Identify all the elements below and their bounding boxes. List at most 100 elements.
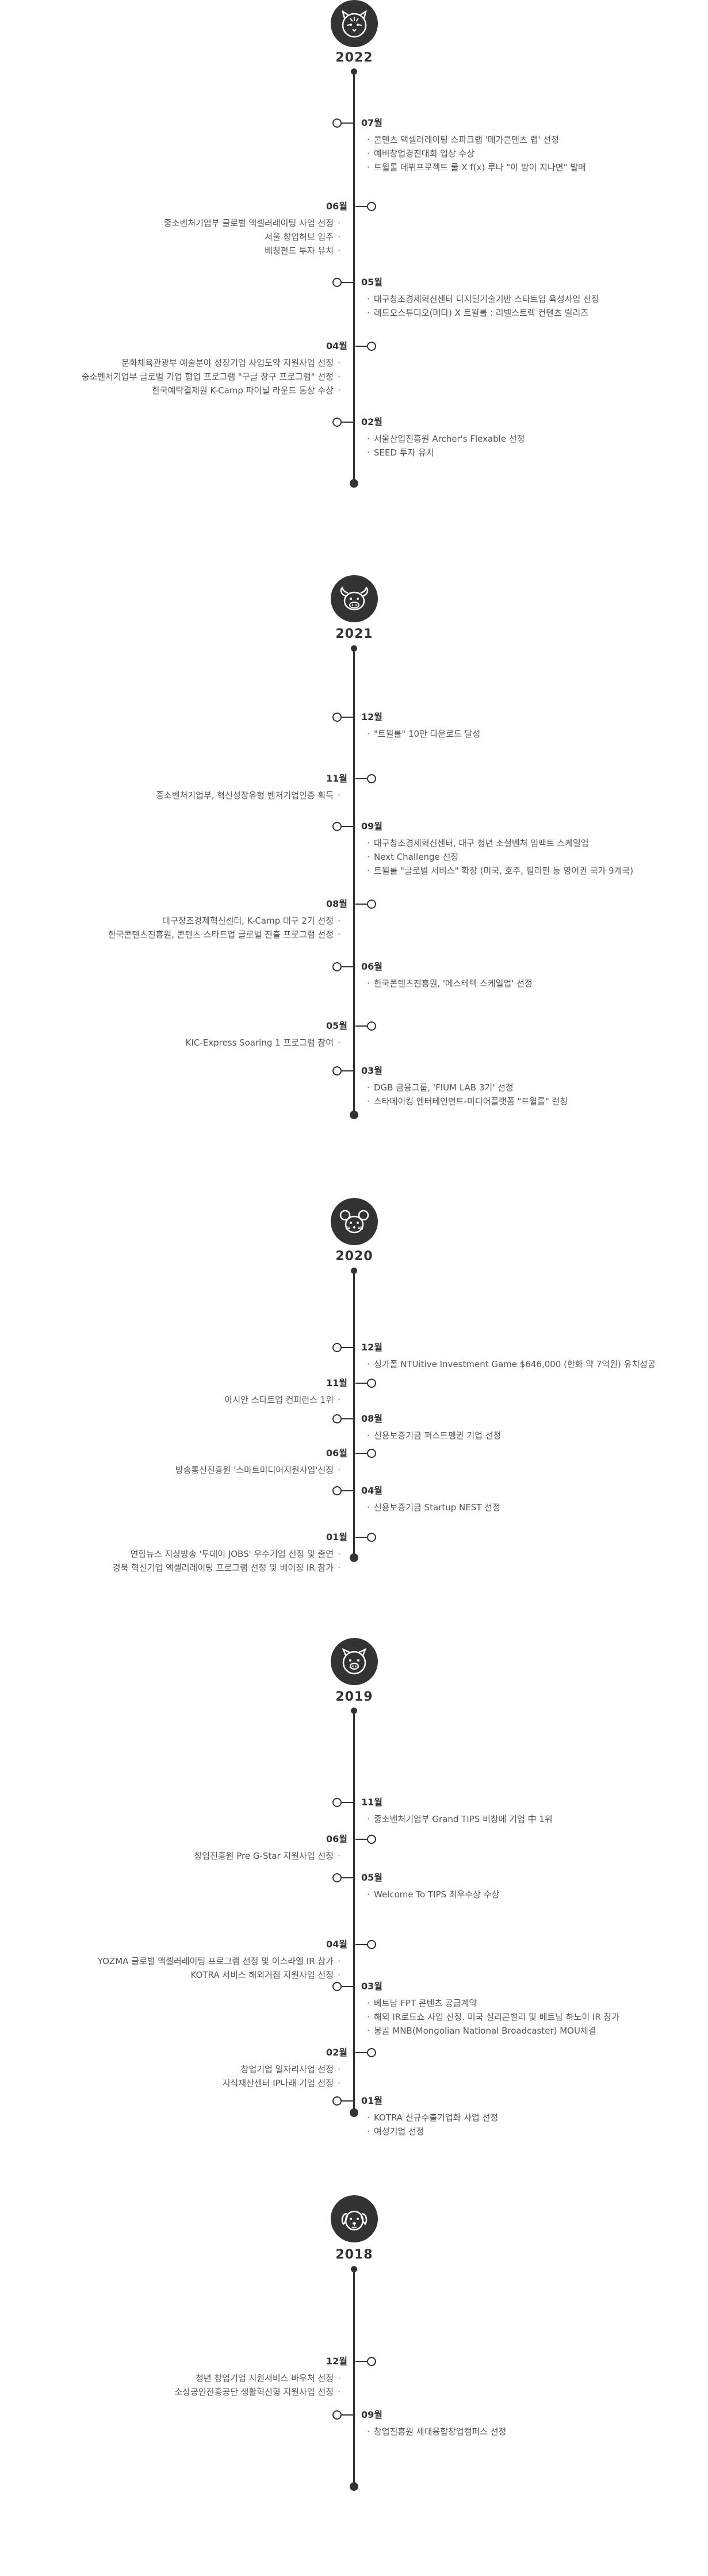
- marker-connector: [342, 1418, 353, 1419]
- entry-marker: [332, 1486, 353, 1495]
- marker-connector: [342, 1877, 353, 1878]
- entry-month: 09월: [361, 2409, 382, 2420]
- timeline-start-dot: [351, 2266, 357, 2272]
- entry-items: 연합뉴스 지상방송 '투데이 JOBS' 우수기업 선정 및 출연경북 혁신기업…: [0, 1547, 376, 1575]
- marker-connector: [342, 966, 353, 967]
- marker-connector: [355, 904, 367, 905]
- marker-connector: [355, 1944, 367, 1945]
- entry-items: 중소벤처기업부 Grand TIPS 비창에 기업 中 1위: [332, 1812, 708, 1826]
- timeline-entry: 01월KOTRA 신규수출기업화 사업 선정여성기업 선정: [332, 2096, 708, 2138]
- marker-connector: [342, 717, 353, 718]
- entry-items: 방송통신진흥원 '스마트미디어지원사업'선정: [0, 1463, 376, 1477]
- timeline-start-dot: [351, 1708, 357, 1714]
- entry-month: 08월: [326, 898, 347, 909]
- entry-month: 02월: [361, 416, 382, 427]
- marker-connector: [355, 206, 367, 207]
- entry-marker: [355, 1940, 376, 1949]
- entry-marker: [332, 2410, 353, 2420]
- entry-month: 03월: [361, 1065, 382, 1076]
- marker-connector: [355, 2361, 367, 2362]
- marker-circle: [367, 1940, 376, 1949]
- entry-month: 06월: [361, 961, 382, 972]
- entry-marker: [332, 1873, 353, 1882]
- marker-connector: [342, 826, 353, 827]
- entry-items: 신용보증기금 Startup NEST 선정: [332, 1501, 708, 1514]
- pig-icon: [342, 1648, 367, 1675]
- entry-item: YOZMA 글로벌 액셀러레이팅 프로그램 선정 및 이스라엘 IR 참가: [0, 1954, 376, 1968]
- entry-marker: [332, 418, 353, 427]
- entry-month: 12월: [361, 711, 382, 722]
- entry-marker: [332, 278, 353, 287]
- entry-items: 창업진흥원 세대융합창업캠퍼스 선정: [332, 2425, 708, 2439]
- entry-marker: [355, 2048, 376, 2057]
- timeline-entry: 03월DGB 금융그룹, 'FIUM LAB 3기' 선정스타메이킹 엔터테인먼…: [332, 1066, 708, 1108]
- marker-connector: [355, 1839, 367, 1840]
- entry-item: Next Challenge 선정: [332, 850, 708, 864]
- marker-circle: [332, 1343, 342, 1352]
- year-badge: [331, 575, 378, 622]
- marker-connector: [342, 2100, 353, 2102]
- entry-marker: [355, 2357, 376, 2366]
- timeline-entry: 07월콘텐츠 액셀러레이팅 스파크랩 '메가콘텐츠 랩' 선정예비창업경진대회 …: [332, 118, 708, 174]
- dog-icon: [341, 2210, 368, 2231]
- entry-marker: [332, 1982, 353, 1991]
- entry-item: 방송통신진흥원 '스마트미디어지원사업'선정: [0, 1463, 376, 1477]
- year-badge: [331, 2195, 378, 2242]
- marker-connector: [355, 1453, 367, 1454]
- timeline-entry: 08월신용보증기금 퍼스트펭귄 기업 선정: [332, 1414, 708, 1442]
- entry-item: 문화체육관광부 예술분야 성장기업 사업도약 지원사업 선정: [0, 356, 376, 370]
- entry-marker: [332, 822, 353, 831]
- entry-item: 서울산업진흥원 Archer's Flexable 선정: [332, 432, 708, 446]
- timeline-entry: 12월 "트윌롤" 10만 다운로드 달성: [332, 712, 708, 741]
- year-badge: [331, 1198, 378, 1245]
- entry-item: 대구창조경제혁신센터 디지털기술기반 스타트업 육성사업 선정: [332, 292, 708, 306]
- marker-connector: [342, 1347, 353, 1348]
- entry-items: KOTRA 신규수출기업화 사업 선정여성기업 선정: [332, 2111, 708, 2138]
- timeline-axis: [353, 648, 355, 1115]
- year-label: 2021: [335, 627, 373, 641]
- marker-circle: [332, 713, 342, 722]
- timeline-start-dot: [351, 645, 357, 652]
- entry-item: 대구창조경제혁신센터, K-Camp 대구 2기 선정: [0, 914, 376, 928]
- entry-marker: [355, 1379, 376, 1388]
- entry-month: 02월: [326, 2047, 347, 2058]
- entry-items: 콘텐츠 액셀러레이팅 스파크랩 '메가콘텐츠 랩' 선정예비창업경진대회 입상 …: [332, 133, 708, 174]
- timeline-entry: 04월신용보증기금 Startup NEST 선정: [332, 1486, 708, 1514]
- entry-item: 소상공인진흥공단 생활혁신형 지원사업 선정: [0, 2385, 376, 2399]
- entry-items: 중소벤처기업부 글로벌 액셀러레이팅 사업 선정서울 창업허브 입주베칭펀드 투…: [0, 216, 376, 258]
- entry-marker: [355, 774, 376, 783]
- entry-item: 베칭펀드 투자 유치: [0, 244, 376, 258]
- entry-month: 12월: [326, 2356, 347, 2367]
- entry-item: 연합뉴스 지상방송 '투데이 JOBS' 우수기업 선정 및 출연: [0, 1547, 376, 1561]
- entry-month: 04월: [361, 1485, 382, 1496]
- timeline-entry: 02월서울산업진흥원 Archer's Flexable 선정SEED 투자 유…: [332, 417, 708, 460]
- tiger-icon: [342, 10, 367, 38]
- timeline-axis: [353, 1270, 355, 1557]
- marker-circle: [367, 774, 376, 783]
- entry-item: 베트남 FPT 콘텐츠 공급계약: [332, 1996, 708, 2010]
- entry-items: 아시안 스타트업 컨퍼런스 1위: [0, 1393, 376, 1407]
- marker-circle: [367, 1449, 376, 1458]
- entry-items: KIC-Express Soaring 1 프로그램 참여: [0, 1036, 376, 1050]
- entry-items: YOZMA 글로벌 액셀러레이팅 프로그램 선정 및 이스라엘 IR 참가KOT…: [0, 1954, 376, 1982]
- timeline-entry: 03월베트남 FPT 콘텐츠 공급계약해외 IR로드쇼 사업 선정. 미국 실리…: [332, 1981, 708, 2038]
- timeline-start-dot: [351, 1268, 357, 1274]
- entry-item: 트윌롤 "글로벌 서비스" 확장 (미국, 호주, 필리핀 등 영어권 국가 9…: [332, 864, 708, 878]
- ox-icon: [340, 586, 369, 611]
- entry-item: 레드오스튜디오(메타) X 트윌롤 : 리벨스트렉 컨텐츠 릴리즈: [332, 306, 708, 320]
- entry-item: 예비창업경진대회 입상 수상: [332, 147, 708, 160]
- entry-items: "트윌롤" 10만 다운로드 달성: [332, 727, 708, 741]
- entry-item: 청년 창업기업 지원서비스 바우처 선정: [0, 2371, 376, 2385]
- entry-month: 05월: [361, 1872, 382, 1883]
- entry-item: 서울 창업허브 입주: [0, 230, 376, 244]
- entry-item: 몽골 MNB(Mongolian National Broadcaster) M…: [332, 2024, 708, 2038]
- timeline-entry: 09월창업진흥원 세대융합창업캠퍼스 선정: [332, 2410, 708, 2439]
- year-label: 2020: [335, 1249, 373, 1264]
- entry-month: 11월: [361, 1797, 382, 1808]
